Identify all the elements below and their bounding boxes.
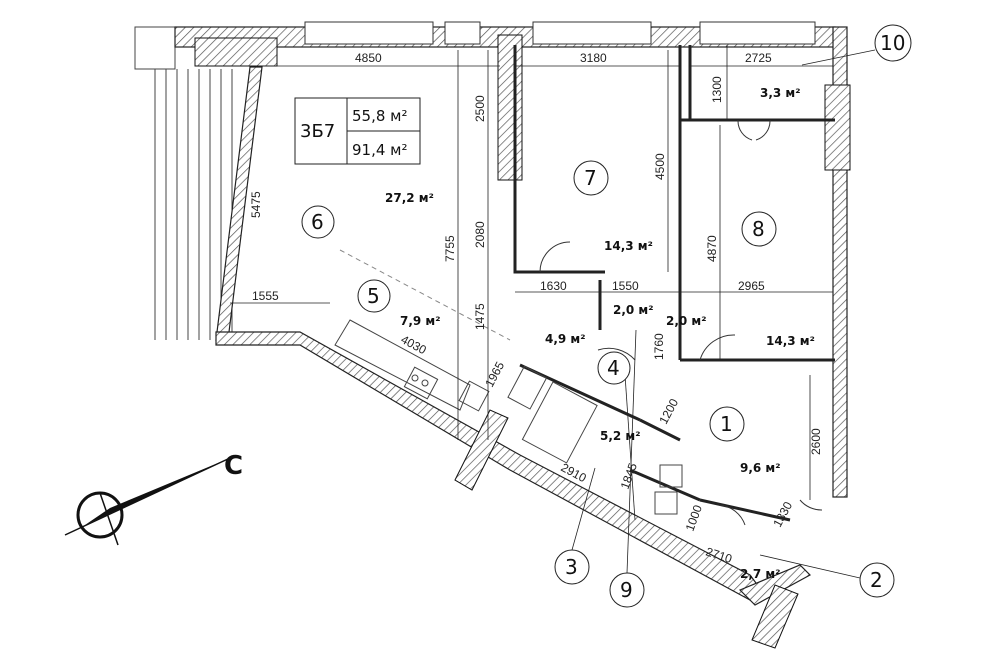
leader-lines: [571, 49, 876, 579]
extra-area: 2,0 м²: [666, 314, 707, 328]
room-9-number: 9: [620, 578, 633, 602]
room-5-area: 7,9 м²: [400, 314, 441, 328]
dim-1330: 1330: [770, 499, 795, 529]
room-1-number: 1: [720, 412, 733, 436]
room-6-number: 6: [311, 210, 324, 234]
dimension-lines: [230, 45, 833, 521]
room-numbers: [301, 24, 912, 608]
room-2-number: 2: [870, 568, 883, 592]
dim-1300: 1300: [710, 76, 724, 103]
apartment-info-table: 3Б7 55,8 м² 91,4 м²: [294, 97, 421, 165]
dim-4500: 4500: [653, 153, 667, 180]
dim-1845: 1845: [618, 461, 640, 491]
dim-1630: 1630: [540, 279, 567, 293]
room-8-number: 8: [752, 217, 765, 241]
room-areas: 27,2 м² 7,9 м² 14,3 м² 14,3 м² 4,9 м² 2,…: [385, 86, 815, 581]
doors: [539, 119, 823, 526]
room-3-area: 5,2 м²: [600, 429, 641, 443]
dim-1475: 1475: [473, 303, 487, 330]
dim-2965: 2965: [738, 279, 765, 293]
room-5-number: 5: [367, 284, 380, 308]
room-6-circle: [301, 205, 335, 239]
dim-1965: 1965: [482, 359, 507, 389]
room-3-number: 3: [565, 555, 578, 579]
room-9-area: 2,0 м²: [613, 303, 654, 317]
room-4-area: 4,9 м²: [545, 332, 586, 346]
area-living: 55,8 м²: [352, 107, 408, 125]
room-7-circle: [573, 160, 609, 196]
dim-2500: 2500: [473, 95, 487, 122]
room-1-circle: [709, 406, 745, 442]
room-5-circle: [357, 279, 391, 313]
dim-4870: 4870: [705, 235, 719, 262]
dim-5475: 5475: [249, 191, 263, 218]
room-10-number: 10: [880, 31, 905, 55]
area-total: 91,4 м²: [352, 141, 408, 159]
balcony: [134, 26, 233, 340]
room-6-area: 27,2 м²: [385, 191, 434, 205]
interior-walls: [513, 45, 835, 522]
room-10-area: 3,3 м²: [760, 86, 801, 100]
dim-2600: 2600: [809, 428, 823, 455]
dim-1550: 1550: [612, 279, 639, 293]
dim-1555: 1555: [252, 289, 279, 303]
room-4-number: 4: [607, 356, 620, 380]
room-8-area: 14,3 м²: [766, 334, 815, 348]
dim-4850: 4850: [355, 51, 382, 65]
dim-7755: 7755: [443, 235, 457, 262]
dim-1000: 1000: [683, 503, 705, 533]
dim-4030: 4030: [399, 332, 429, 357]
compass-icon: С: [64, 451, 243, 546]
north-label: С: [224, 451, 243, 481]
room-7-area: 14,3 м²: [604, 239, 653, 253]
room-1-area: 9,6 м²: [740, 461, 781, 475]
dim-1200: 1200: [656, 396, 681, 426]
dim-2725: 2725: [745, 51, 772, 65]
dim-1760: 1760: [652, 333, 666, 360]
columns: [194, 34, 851, 649]
windows: [304, 21, 816, 45]
fixtures: [334, 319, 683, 515]
room-7-number: 7: [584, 166, 597, 190]
room-4-circle: [597, 351, 631, 385]
room-2-circle: [859, 562, 895, 598]
dim-3180: 3180: [580, 51, 607, 65]
room-8-circle: [741, 211, 777, 247]
room-number-labels: 6 5 7 8 4 1 3 9 2 10: [311, 31, 905, 602]
apartment-code: 3Б7: [300, 121, 335, 142]
room-10-circle: [874, 24, 912, 62]
room-2-area: 2,7 м²: [740, 567, 781, 581]
dim-2080: 2080: [473, 221, 487, 248]
